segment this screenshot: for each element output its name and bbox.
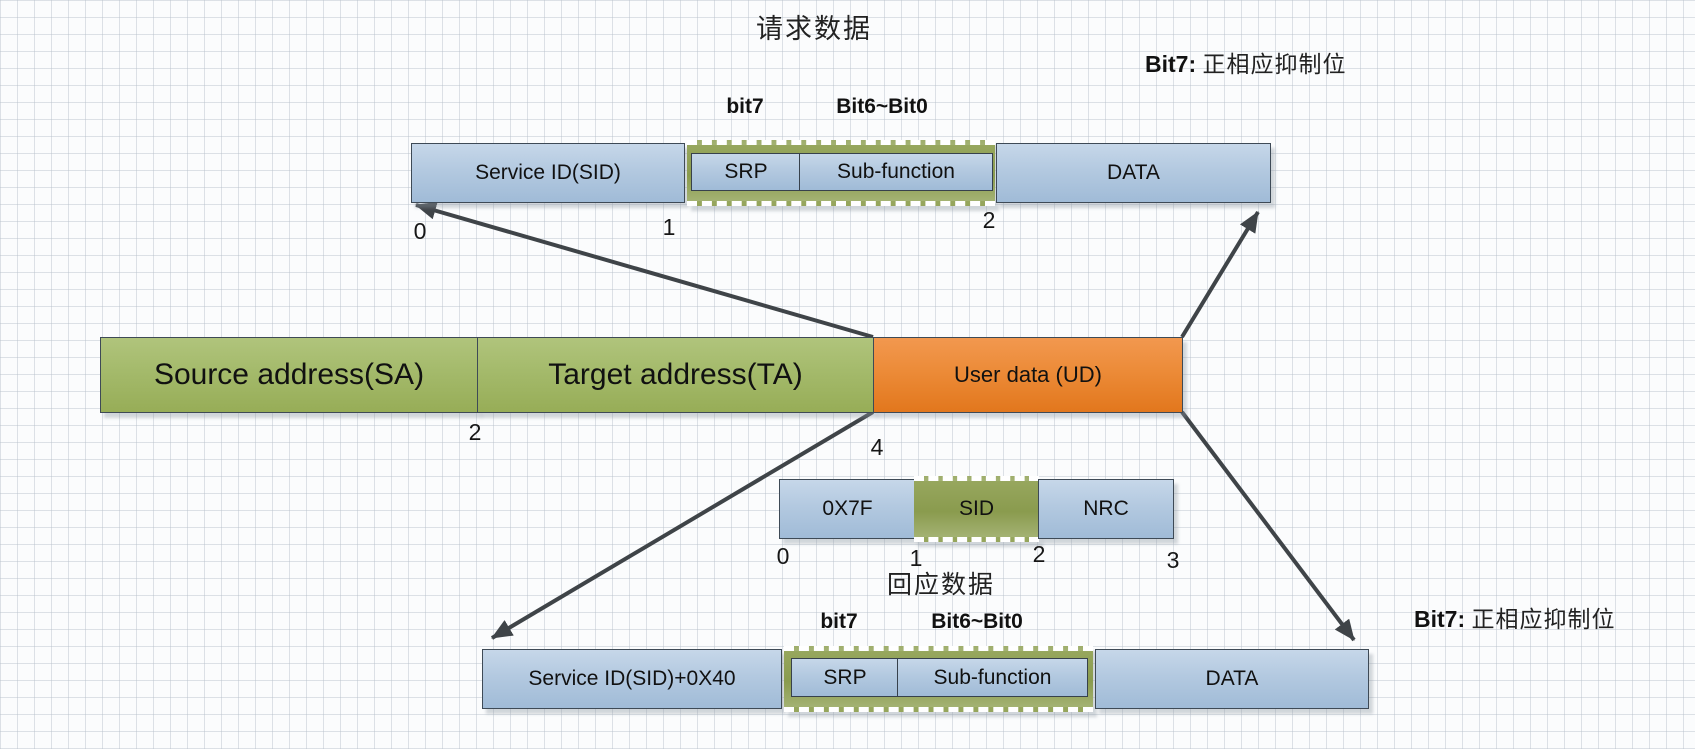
negative-0x7f-box: 0X7F [779, 479, 916, 539]
request-data-box: DATA [996, 143, 1271, 203]
response-bit7-note-text: 正相应抑制位 [1471, 607, 1616, 632]
request-data-title: 请求数据 [756, 14, 872, 44]
request-subfunction-box: Sub-function [799, 153, 993, 191]
request-tick-0: 0 [413, 218, 427, 244]
negative-sid-box: SID [958, 497, 994, 520]
target-address-box: Target address(TA) [477, 337, 874, 413]
arrow-ud-to-request-start [415, 201, 874, 339]
request-bit6-0-label: Bit6~Bit0 [836, 95, 928, 118]
response-bit6-0-label: Bit6~Bit0 [931, 610, 1023, 633]
request-sid-box: Service ID(SID) [411, 143, 685, 203]
arrow-ud-to-request-end [1180, 210, 1260, 339]
request-bit7-note-text: 正相应抑制位 [1202, 52, 1347, 77]
negative-tick-0: 0 [776, 543, 790, 569]
response-data-box: DATA [1095, 649, 1369, 709]
negative-tick-2: 2 [1032, 541, 1046, 567]
response-bit7-note-prefix: Bit7: [1414, 606, 1472, 632]
request-tick-1: 1 [662, 214, 676, 240]
source-address-box: Source address(SA) [100, 337, 478, 413]
response-bit7-label: bit7 [820, 610, 858, 633]
request-bit7-note: Bit7: 正相应抑制位 [1145, 51, 1347, 77]
user-data-box: User data (UD) [873, 337, 1183, 413]
response-bit7-note: Bit7: 正相应抑制位 [1414, 606, 1616, 632]
arrow-ud-to-response-end [1180, 410, 1356, 642]
request-bit7-label: bit7 [726, 95, 764, 118]
request-bit7-note-prefix: Bit7: [1145, 51, 1203, 77]
negative-sid-overlay [914, 476, 1039, 542]
negative-nrc-box: NRC [1038, 479, 1174, 539]
negative-tick-3: 3 [1166, 547, 1180, 573]
response-subfunction-box: Sub-function [897, 658, 1088, 697]
request-tick-2: 2 [982, 207, 996, 233]
negative-tick-1: 1 [909, 545, 923, 571]
response-data-title: 回应数据 [886, 572, 996, 599]
response-sid-box: Service ID(SID)+0X40 [482, 649, 782, 709]
response-srp-box: SRP [791, 658, 899, 697]
address-tick-2: 2 [468, 419, 482, 445]
address-tick-4: 4 [870, 434, 884, 460]
request-srp-box: SRP [691, 153, 801, 191]
